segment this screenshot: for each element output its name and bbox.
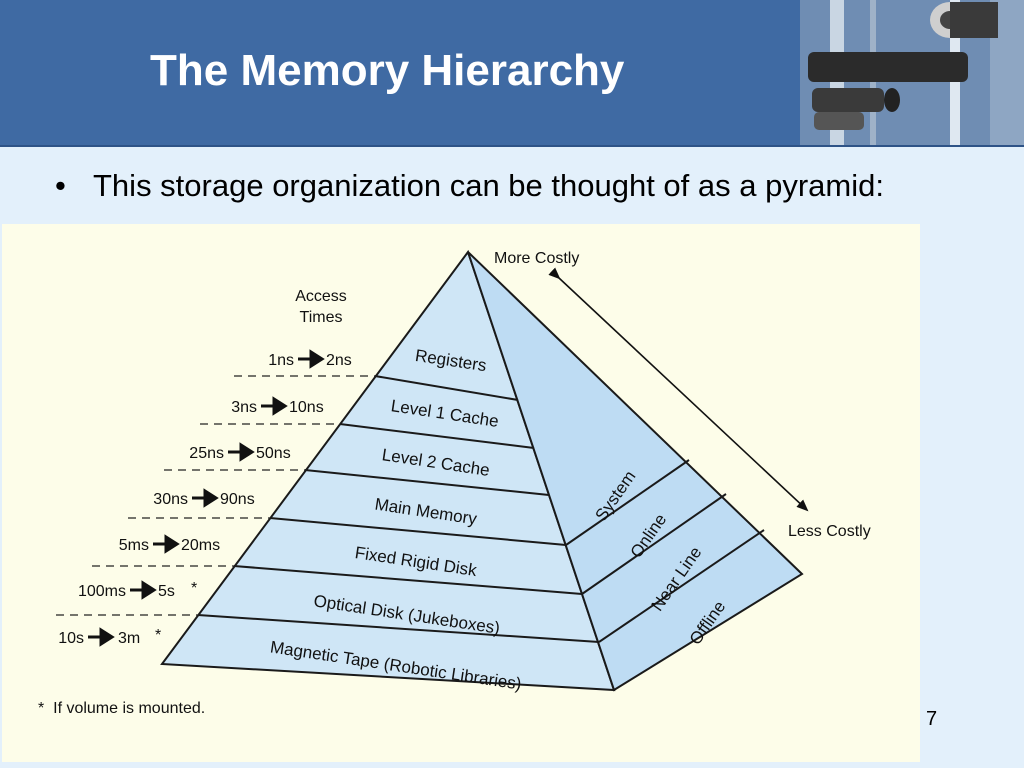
svg-text:10ns: 10ns (289, 399, 324, 416)
more-costly-label: More Costly (494, 250, 579, 267)
access-time-row: 100ms 5s * (78, 580, 197, 600)
arrow-right-icon (298, 349, 325, 369)
page-number: 7 (926, 708, 938, 730)
arrow-right-icon (192, 488, 219, 508)
svg-text:3m: 3m (118, 630, 140, 647)
slide-title: The Memory Hierarchy (150, 46, 625, 95)
svg-text:50ns: 50ns (256, 445, 291, 462)
access-time-guides (56, 375, 375, 616)
access-times-heading-line1: Access (295, 288, 347, 305)
less-costly-label: Less Costly (788, 523, 871, 540)
access-time-row: 30ns 90ns (153, 488, 255, 508)
access-times-heading-line2: Times (300, 309, 343, 326)
bullet-icon: • (55, 168, 66, 203)
bullet-label: This storage organization can be thought… (93, 168, 884, 203)
slide-header: The Memory Hierarchy (0, 0, 1024, 147)
arrow-right-icon (261, 396, 288, 416)
arrow-right-icon (153, 534, 180, 554)
footnote: * If volume is mounted. (38, 700, 205, 717)
cost-arrow (548, 267, 809, 512)
svg-text:5ms: 5ms (119, 537, 149, 554)
access-time-rows: 1ns 2ns 3ns 10ns 25ns 50ns 30ns 90ns 5ms (58, 349, 352, 647)
svg-text:10s: 10s (58, 630, 84, 647)
memory-pyramid-diagram: Registers Level 1 Cache Level 2 Cache Ma… (38, 249, 871, 717)
arrow-right-icon (228, 442, 255, 462)
svg-text:2ns: 2ns (326, 352, 352, 369)
svg-text:*: * (191, 580, 197, 597)
svg-text:100ms: 100ms (78, 583, 126, 600)
arrow-right-icon (88, 627, 115, 647)
arrow-right-icon (130, 580, 157, 600)
svg-text:90ns: 90ns (220, 491, 255, 508)
svg-text:1ns: 1ns (268, 352, 294, 369)
access-time-row: 25ns 50ns (189, 442, 291, 462)
hardware-photo (800, 0, 1024, 145)
svg-text:25ns: 25ns (189, 445, 224, 462)
svg-text:5s: 5s (158, 583, 175, 600)
access-time-row: 3ns 10ns (231, 396, 324, 416)
svg-text:3ns: 3ns (231, 399, 257, 416)
svg-text:*: * (155, 627, 161, 644)
svg-text:30ns: 30ns (153, 491, 188, 508)
access-time-row: 10s 3m * (58, 627, 161, 647)
front-divider-lines (197, 375, 600, 643)
access-time-row: 5ms 20ms (119, 534, 220, 554)
access-time-row: 1ns 2ns (268, 349, 352, 369)
diagram-panel: Registers Level 1 Cache Level 2 Cache Ma… (2, 224, 920, 762)
svg-text:20ms: 20ms (181, 537, 220, 554)
bullet-text: • This storage organization can be though… (55, 168, 884, 204)
